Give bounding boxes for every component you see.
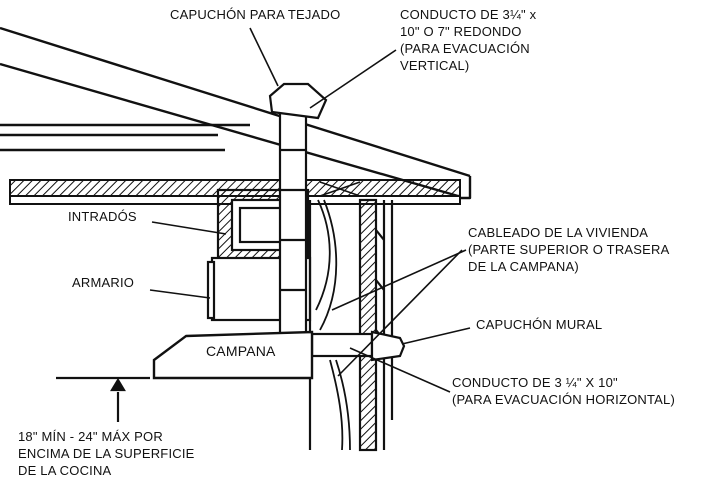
exterior-wall: [308, 198, 394, 452]
leader-vertical-duct: [309, 49, 397, 109]
wall-cap: [370, 330, 406, 362]
leader-roof-cap: [249, 27, 279, 87]
house-wiring: [315, 199, 351, 451]
label-cabinet: ARMARIO: [72, 275, 135, 290]
label-horizontal-duct: CONDUCTO DE 3 ¼" X 10" (PARA EVACUACIÓN …: [452, 375, 676, 407]
label-clearance: 18" MÍN - 24" MÁX POR ENCIMA DE LA SUPER…: [18, 429, 195, 478]
leader-soffit: [151, 221, 227, 235]
leader-wiring-a: [331, 249, 467, 311]
leader-wiring-b: [337, 249, 463, 377]
horizontal-duct: [310, 332, 374, 358]
roof-cap: [268, 82, 328, 120]
roof-lower-line: [0, 62, 459, 198]
label-house-wiring: CABLEADO DE LA VIVIENDA (PARTE SUPERIOR …: [468, 225, 670, 274]
leader-lines: [149, 27, 471, 393]
label-wall-cap: CAPUCHÓN MURAL: [476, 317, 603, 332]
vertical-duct: [278, 106, 308, 336]
label-vertical-duct: CONDUCTO DE 3¼" x 10" O 7" REDONDO (PARA…: [400, 7, 537, 73]
cooktop-surface: [56, 376, 150, 422]
leader-wall-cap: [401, 327, 471, 345]
label-hood: CAMPANA: [206, 343, 276, 359]
range-hood: [152, 330, 314, 380]
label-roof-cap: CAPUCHÓN PARA TEJADO: [170, 7, 341, 22]
label-soffit: INTRADÓS: [68, 209, 137, 224]
leader-cabinet: [149, 289, 211, 299]
roof-upper-line: [0, 26, 471, 178]
leader-horizontal-duct: [349, 347, 451, 393]
